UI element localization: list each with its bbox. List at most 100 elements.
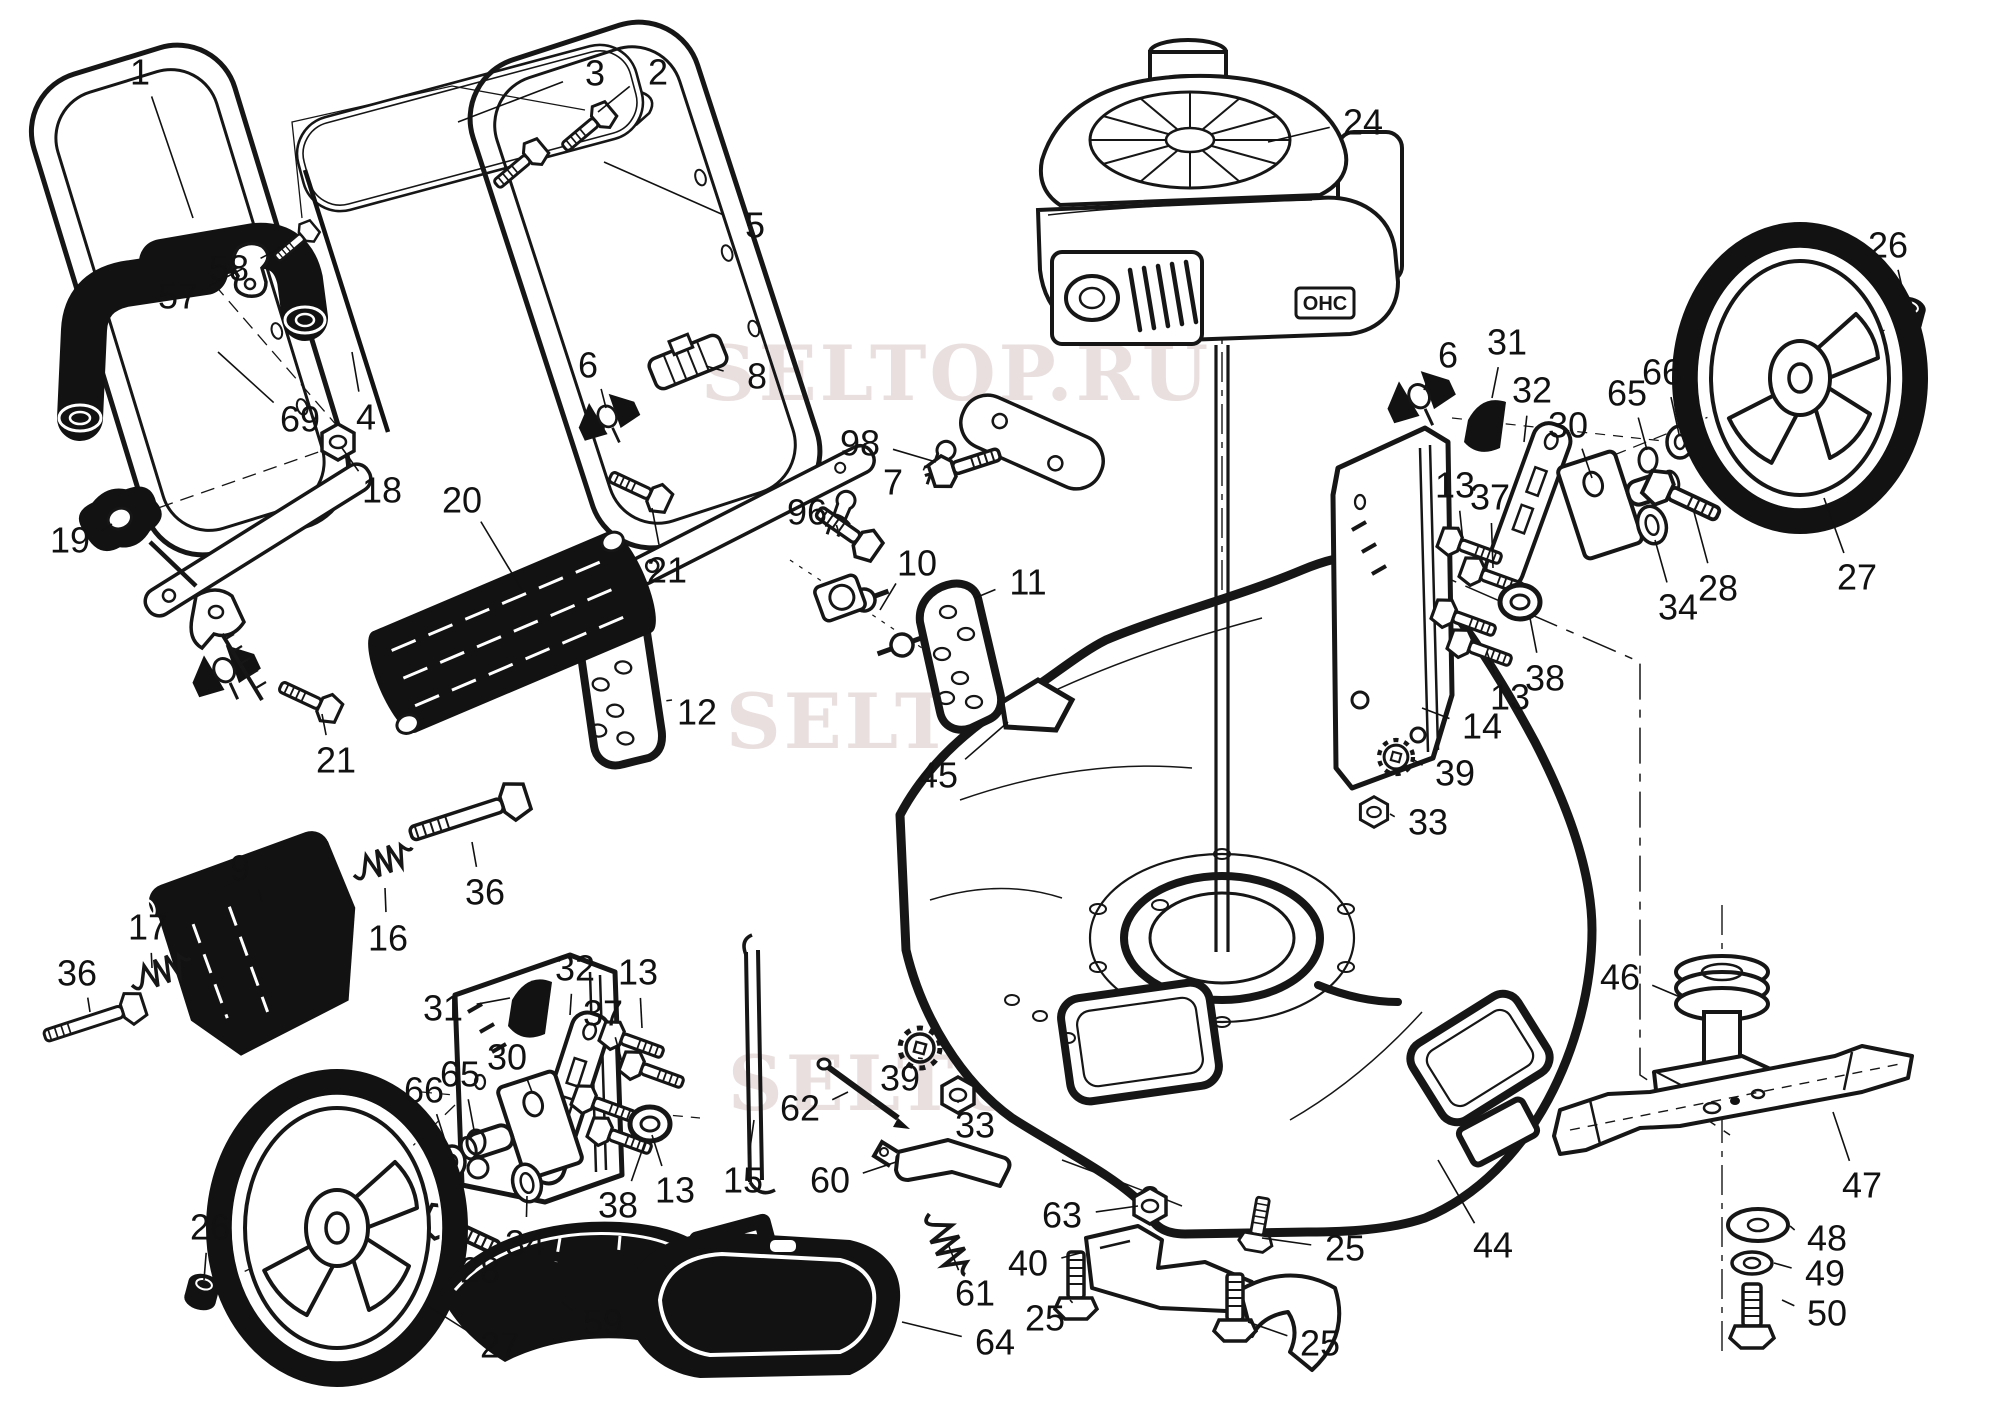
part-bushing-38-left	[630, 1107, 670, 1141]
part-handle-bracket-plate	[959, 393, 1105, 491]
leader-line-63	[1095, 1205, 1139, 1213]
leader-line-13	[639, 997, 643, 1029]
part-label-64: 64	[975, 1322, 1015, 1363]
leader-line-11	[974, 588, 996, 599]
part-rear-plate-15	[742, 933, 776, 1195]
part-support-plate-14	[1330, 425, 1455, 791]
leader-line-8	[705, 365, 724, 372]
part-label-37: 37	[1470, 477, 1510, 518]
leader-line-39	[917, 1057, 923, 1060]
leader-line-38	[630, 1141, 646, 1182]
part-label-36: 36	[465, 872, 505, 913]
engine-badge-text: OHC	[1303, 293, 1347, 315]
part-label-21: 21	[316, 740, 356, 781]
leader-line-30	[526, 1077, 533, 1093]
part-label-39: 39	[880, 1058, 920, 1099]
part-label-63: 63	[1042, 1195, 1082, 1236]
leader-line-64	[901, 1321, 962, 1338]
part-cover-64	[625, 1232, 901, 1378]
part-label-8: 8	[747, 356, 767, 397]
leader-line-13	[1458, 510, 1464, 543]
part-label-28: 28	[1698, 568, 1738, 609]
leader-line-6	[1423, 376, 1430, 391]
leader-line-50	[1781, 1299, 1795, 1307]
part-label-26: 26	[190, 1207, 230, 1248]
part-label-7: 7	[883, 462, 903, 503]
part-label-34: 34	[505, 1223, 545, 1264]
part-label-49: 49	[1805, 1253, 1845, 1294]
part-lever-57	[231, 241, 270, 298]
part-bolt-50	[1727, 1282, 1777, 1350]
leader-line-16	[384, 887, 387, 913]
part-label-6: 6	[1438, 335, 1458, 376]
part-label-57: 57	[158, 276, 198, 317]
leader-line-12	[666, 699, 673, 702]
leader-line-13	[651, 1134, 663, 1167]
part-label-11: 11	[1009, 562, 1046, 603]
leader-line-45	[964, 721, 1009, 760]
part-bushing-38-right	[1500, 585, 1540, 619]
part-knob-19	[78, 486, 267, 702]
part-bolt-36-right	[408, 782, 534, 842]
crankshaft-lines	[1214, 345, 1230, 952]
part-label-24: 24	[1343, 102, 1383, 143]
leader-line-58	[260, 245, 285, 260]
part-handle-upper-2	[467, 19, 823, 551]
part-label-66: 66	[1642, 352, 1682, 393]
part-skirt-9	[140, 831, 356, 1056]
part-label-33: 33	[1408, 802, 1448, 843]
leader-line-30	[1581, 448, 1593, 479]
leader-line-19	[101, 523, 113, 532]
leader-line-7	[922, 465, 926, 471]
leader-line-65	[1637, 417, 1648, 451]
leader-line-14	[1421, 707, 1450, 720]
part-label-9: 9	[230, 848, 250, 889]
leader-line-6	[600, 388, 607, 409]
part-clamp-96	[813, 573, 867, 623]
leader-line-69	[217, 351, 275, 404]
part-label-25: 25	[1025, 1298, 1065, 1339]
part-label-31: 31	[423, 988, 463, 1029]
leader-line-38	[1529, 617, 1538, 653]
leader-line-3	[457, 81, 564, 123]
part-label-47: 47	[1842, 1165, 1882, 1206]
leader-line-27	[1823, 497, 1845, 554]
leader-line-17	[150, 952, 153, 969]
leader-line-57	[208, 267, 245, 287]
part-label-3: 3	[585, 53, 605, 94]
leader-line-66	[435, 1113, 449, 1151]
part-bolt-36-left	[42, 992, 149, 1043]
part-nut-63	[1132, 1186, 1168, 1226]
leader-line-2	[597, 85, 631, 113]
part-label-48: 48	[1807, 1218, 1847, 1259]
leader-line-21	[651, 507, 660, 545]
part-label-44: 44	[1473, 1225, 1513, 1266]
part-label-32: 32	[555, 948, 595, 989]
part-spring-16	[346, 836, 420, 887]
part-rubber-stop-31-left	[508, 979, 552, 1038]
part-wingnut-6b	[182, 634, 270, 716]
part-label-1: 1	[130, 52, 150, 93]
part-label-38: 38	[598, 1185, 638, 1226]
part-nut-18	[320, 422, 356, 462]
part-label-36: 36	[57, 953, 97, 994]
part-label-62: 62	[780, 1088, 820, 1129]
part-cable-clamp-8	[647, 332, 729, 391]
part-label-13: 13	[1435, 465, 1475, 506]
part-label-50: 50	[1807, 1293, 1847, 1334]
leader-line-65	[467, 1099, 475, 1131]
leader-line-46	[1651, 984, 1681, 998]
leader-line-66	[1670, 396, 1680, 435]
part-label-17: 17	[128, 907, 168, 948]
part-label-31: 31	[1487, 322, 1527, 363]
part-rod-62	[816, 1057, 910, 1129]
leader-line-59	[561, 1301, 573, 1312]
part-label-28: 28	[460, 1250, 500, 1291]
part-label-21: 21	[647, 550, 687, 591]
part-trunnion-10b	[876, 632, 928, 658]
part-label-4: 4	[356, 397, 376, 438]
part-label-13: 13	[655, 1170, 695, 1211]
leader-line-60	[862, 1161, 897, 1174]
part-label-18: 18	[362, 470, 402, 511]
